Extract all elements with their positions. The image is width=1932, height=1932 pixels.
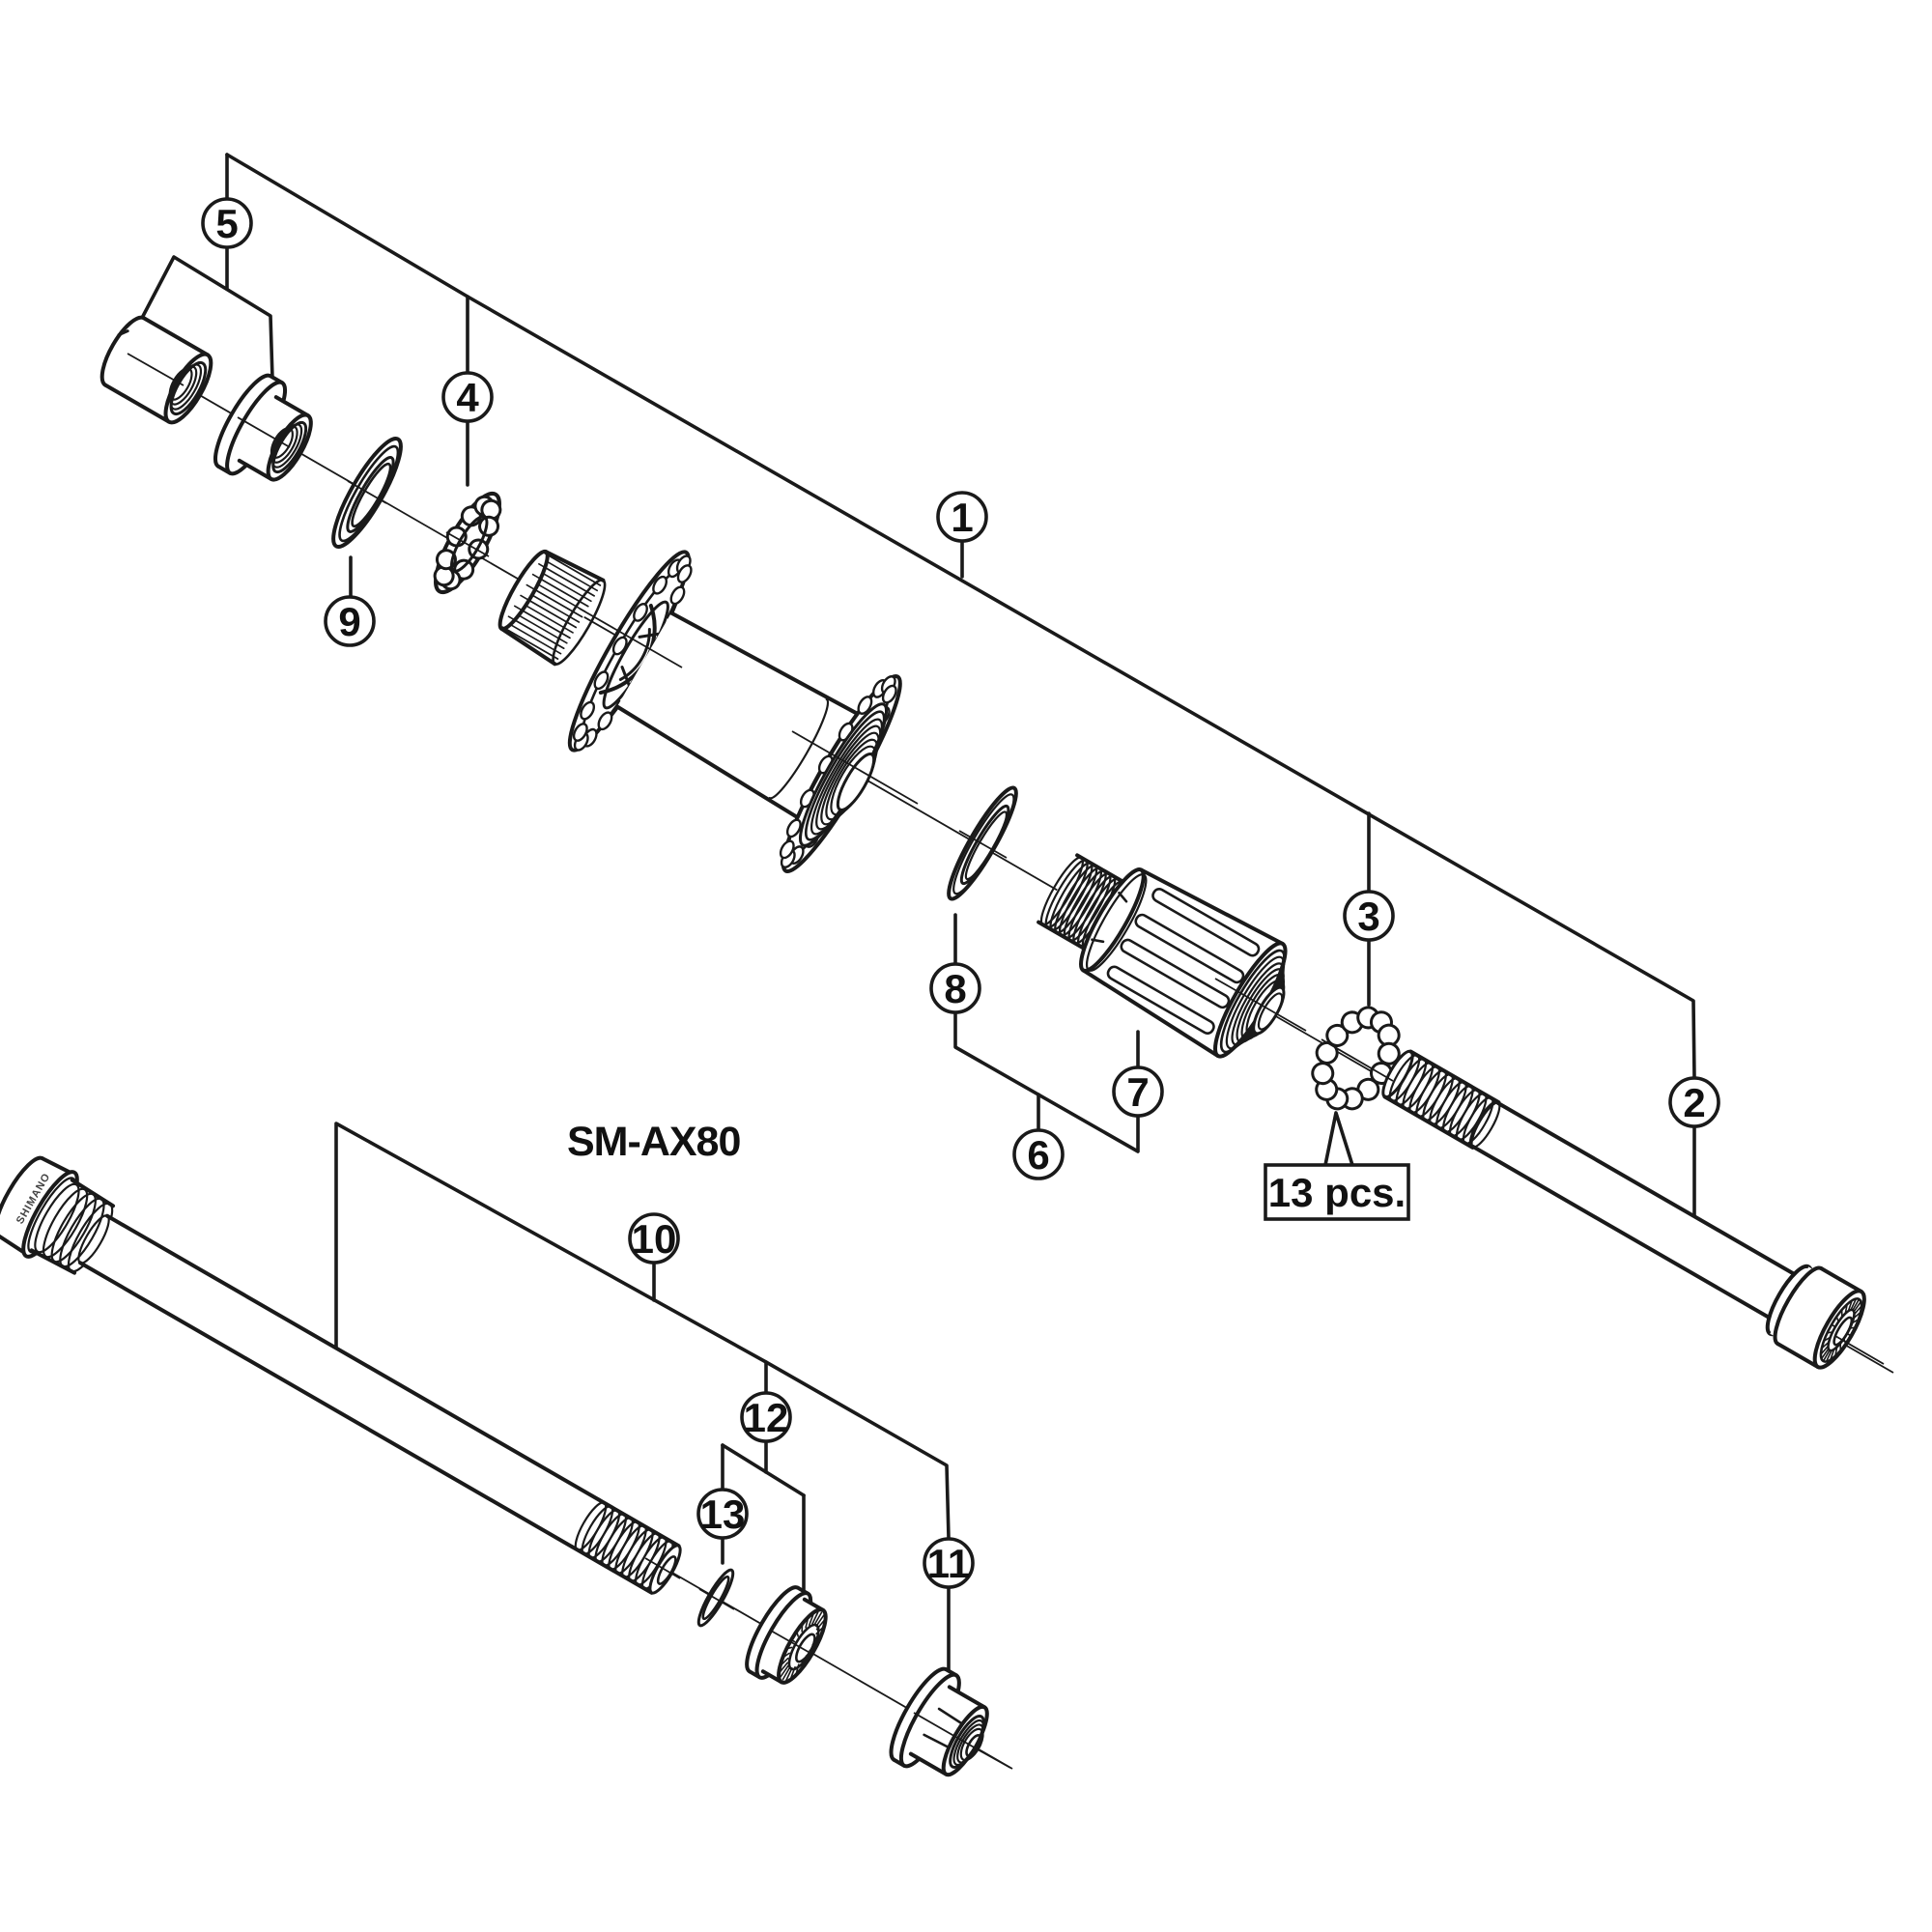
leader-group-5 [138,255,274,381]
part-lower-axle: SHIMANO [0,1155,682,1595]
leader-13pcs-pointer [1323,1111,1354,1167]
callout-13: 13 [696,1488,749,1540]
retainer-balls [433,495,502,591]
callout-10-label: 10 [632,1216,677,1262]
leader-group-6 [953,1010,1140,1153]
centerlock-spline [497,549,607,667]
callout-2-label: 2 [1683,1080,1705,1125]
callout-8: 8 [929,962,981,1014]
callout-4: 4 [441,371,494,423]
part-freewheel-body [1037,853,1288,1059]
callout-10: 10 [628,1212,680,1264]
quantity-note-box: 13 pcs. [1264,1163,1410,1221]
callout-13-label: 13 [700,1492,746,1537]
freehub-threaded-cup [1213,941,1288,1059]
part-ball-retainer [433,491,502,595]
center-lines-over [127,353,1885,1769]
lower-axle-shaft [77,1213,602,1549]
axle-cap-serrated-face [1819,1297,1863,1363]
callouts: 1 2 3 4 5 6 7 8 [201,197,1720,1589]
part-hub-shell [497,549,902,873]
callout-2: 2 [1668,1076,1720,1128]
left-flange [567,550,693,753]
leader-main-assembly [225,153,1696,1080]
callout-6-label: 6 [1027,1132,1049,1178]
axle-threads [1381,1049,1501,1150]
callout-9: 9 [324,595,376,647]
callout-9-label: 9 [338,599,360,644]
leader-lower-assembly [334,1122,951,1540]
leader-group-12 [721,1443,806,1497]
axle-shaft [1470,1100,1804,1324]
axle-end-cap [1765,1264,1866,1370]
callout-7-label: 7 [1126,1069,1149,1115]
callout-8-label: 8 [944,966,966,1011]
callout-5: 5 [201,197,253,249]
quantity-note-text: 13 pcs. [1268,1170,1406,1215]
model-label: SM-AX80 [567,1119,740,1165]
callout-3-label: 3 [1357,894,1379,939]
callout-4-label: 4 [456,375,479,420]
callout-11: 11 [923,1537,975,1589]
part-axle-nut [889,1666,989,1777]
callout-1: 1 [936,491,988,543]
callout-12-label: 12 [744,1395,789,1440]
callout-3: 3 [1343,890,1395,942]
lower-axle-collar [29,1178,116,1275]
leader-lines [138,153,1696,1675]
part-steel-balls [1311,1006,1401,1111]
callout-11-label: 11 [927,1541,970,1586]
left-flange-spoke-holes [572,554,693,752]
callout-1-label: 1 [951,495,973,540]
callout-12: 12 [740,1391,792,1443]
callout-6: 6 [1012,1128,1065,1180]
callout-5-label: 5 [215,201,238,246]
part-hub-axle [1381,1049,1866,1370]
right-flange [779,674,902,873]
part-serrated-lock-nut [745,1585,828,1685]
callout-7: 7 [1112,1065,1164,1118]
